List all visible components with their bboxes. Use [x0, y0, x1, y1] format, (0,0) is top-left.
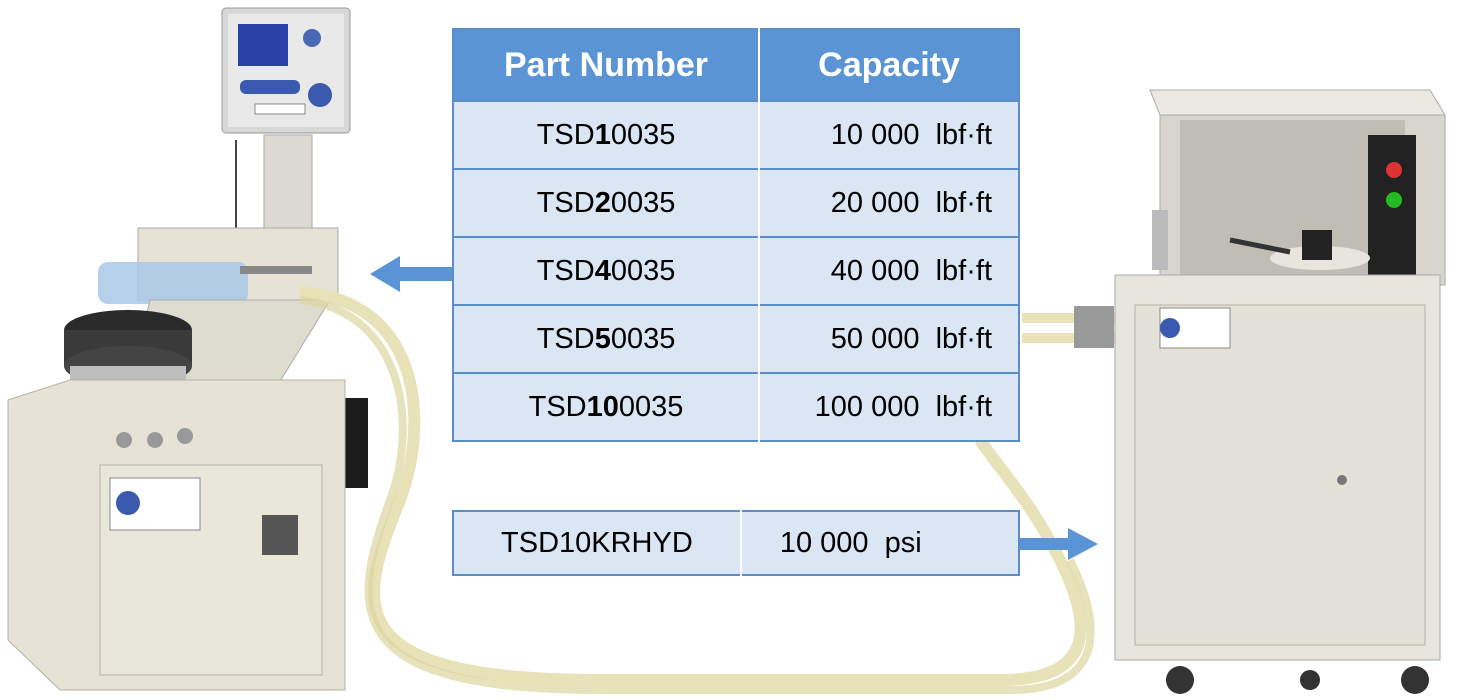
part-suffix: 0035	[610, 322, 676, 355]
part-suffix: 0035	[618, 390, 684, 423]
part-number-cell: TSD40035	[453, 236, 761, 305]
part-suffix: 0035	[610, 254, 676, 287]
part-prefix: TSD	[536, 118, 595, 151]
part-prefix: TSD	[536, 186, 595, 219]
capacity-cell: 20 000 lbf·ft	[759, 168, 1019, 237]
part-number-cell: TSD50035	[453, 304, 761, 373]
part-model: 5	[594, 322, 611, 355]
part-suffix: 0035	[610, 118, 676, 151]
part-number-cell: TSD10KRHYD	[453, 511, 742, 575]
part-prefix: TSD	[536, 254, 595, 287]
arrow-left-icon	[370, 254, 452, 299]
table-row: TSD10KRHYD 10 000 psi	[453, 511, 1019, 575]
part-model: 2	[594, 186, 611, 219]
part-model: 1	[594, 118, 611, 151]
capacity-cell: 100 000 lbf·ft	[759, 372, 1019, 441]
part-number-header: Part Number	[453, 29, 761, 101]
table-row: TSD20035 20 000 lbf·ft	[453, 168, 1019, 237]
table-row: TSD40035 40 000 lbf·ft	[453, 236, 1019, 305]
arrow-right-icon	[1020, 528, 1098, 565]
capacity-header: Capacity	[759, 29, 1019, 101]
capacity-table: Part Number Capacity TSD10035 10 000 lbf…	[452, 28, 1020, 442]
part-number-cell: TSD20035	[453, 168, 761, 237]
part-model: 4	[594, 254, 611, 287]
table-row: TSD100035 100 000 lbf·ft	[453, 372, 1019, 441]
table-row: TSD50035 50 000 lbf·ft	[453, 304, 1019, 373]
table-header-row: Part Number Capacity	[453, 29, 1019, 101]
capacity-cell: 10 000 lbf·ft	[759, 100, 1019, 169]
capacity-cell: 10 000 psi	[740, 511, 1019, 575]
hydraulic-table: TSD10KRHYD 10 000 psi	[452, 510, 1020, 576]
table-row: TSD10035 10 000 lbf·ft	[453, 100, 1019, 169]
capacity-cell: 50 000 lbf·ft	[759, 304, 1019, 373]
torque-calibration-machine-photo	[0, 0, 460, 700]
part-prefix: TSD	[536, 322, 595, 355]
part-model: 10	[586, 390, 619, 423]
hydraulic-pump-cabinet-photo	[1020, 80, 1450, 700]
part-prefix: TSD	[528, 390, 587, 423]
part-suffix: 0035	[610, 186, 676, 219]
part-number-cell: TSD100035	[453, 372, 761, 441]
capacity-cell: 40 000 lbf·ft	[759, 236, 1019, 305]
part-number-cell: TSD10035	[453, 100, 761, 169]
